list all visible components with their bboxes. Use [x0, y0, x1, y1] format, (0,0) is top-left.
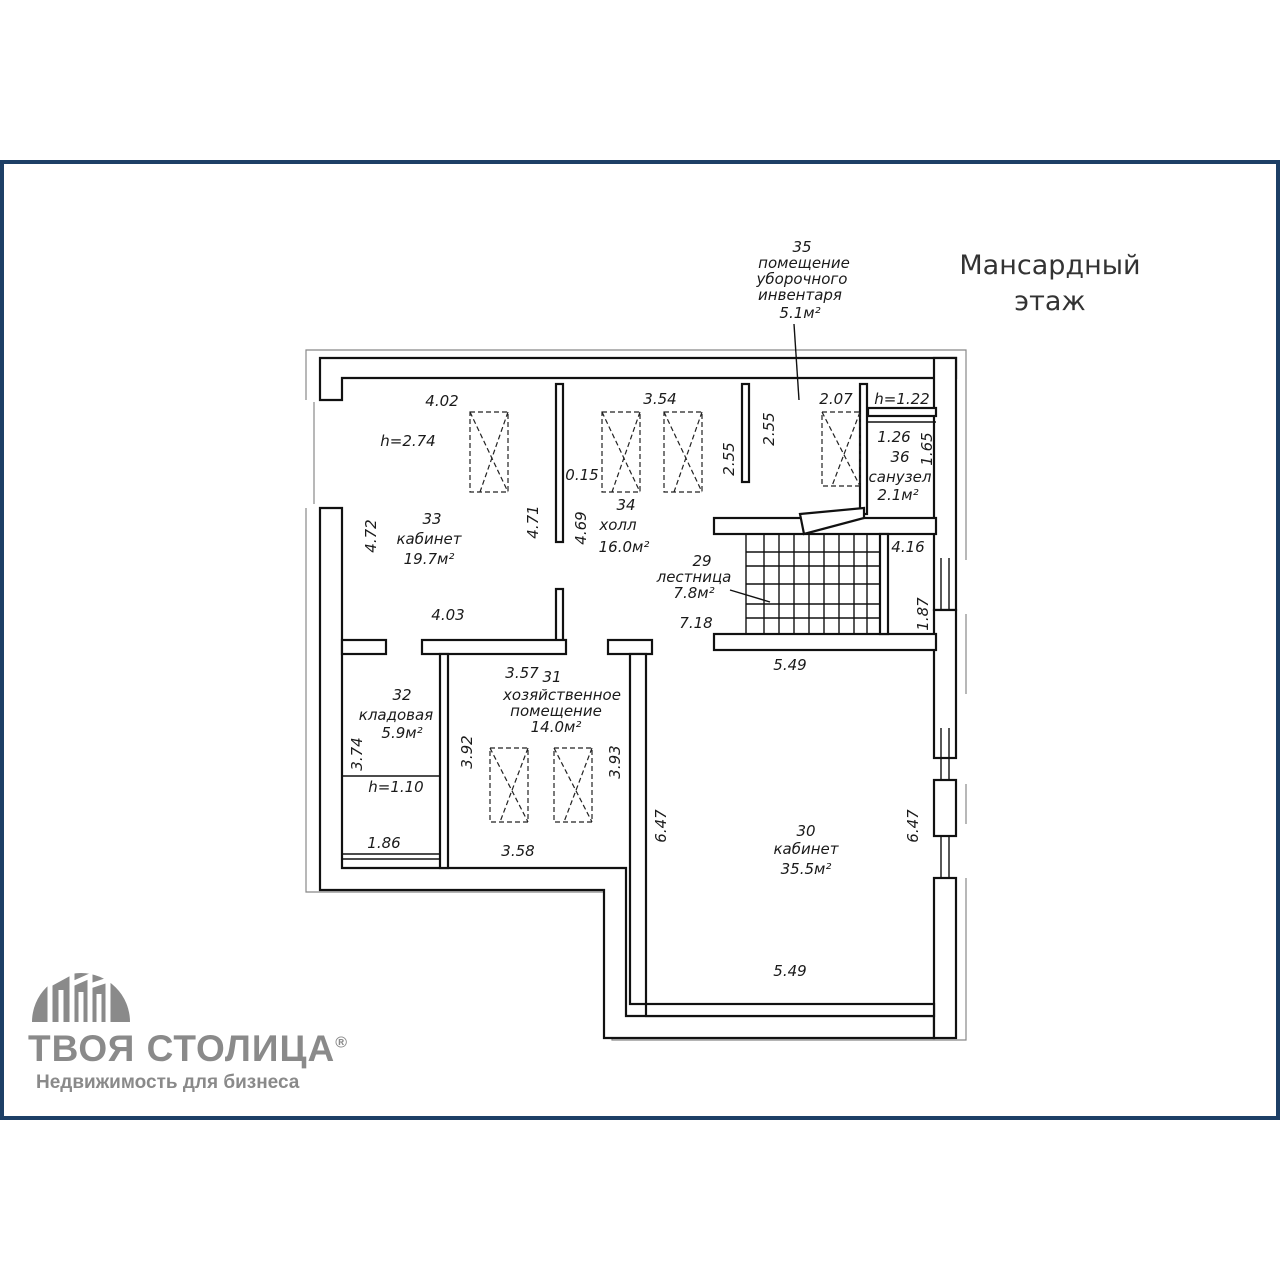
svg-text:2.55: 2.55 [720, 442, 738, 475]
svg-text:4.72: 4.72 [362, 519, 380, 552]
svg-text:2.1м²: 2.1м² [877, 486, 918, 504]
svg-text:30: 30 [796, 822, 815, 840]
svg-text:холл: холл [598, 516, 637, 534]
svg-text:3.74: 3.74 [348, 737, 366, 770]
floor-title-line1: Мансардный [959, 250, 1141, 281]
room-33-label: 33 кабинет 19.7м² [396, 510, 462, 568]
room-30-label: 30 кабинет 35.5м² [773, 822, 839, 878]
svg-text:1.26: 1.26 [877, 428, 910, 446]
svg-text:1.87: 1.87 [914, 597, 932, 631]
svg-text:санузел: санузел [869, 468, 932, 486]
svg-text:14.0м²: 14.0м² [531, 718, 582, 736]
svg-text:5.49: 5.49 [773, 656, 806, 674]
svg-text:h=2.74: h=2.74 [380, 432, 435, 450]
svg-text:36: 36 [890, 448, 909, 466]
svg-text:3.93: 3.93 [606, 745, 624, 778]
room-29-label: 29 лестница 7.8м² [656, 552, 732, 602]
interior-walls [340, 382, 938, 1018]
svg-text:4.02: 4.02 [425, 392, 458, 410]
floor-title-line2: этаж [1014, 286, 1086, 317]
svg-text:29: 29 [692, 552, 711, 570]
roof-windows [469, 411, 861, 823]
floor-title: Мансардный этаж [940, 248, 1160, 320]
room-34-label: 34 холл 16.0м² [598, 496, 649, 556]
registered-mark: ® [335, 1034, 349, 1052]
svg-text:2.55: 2.55 [760, 412, 778, 445]
svg-text:лестница: лестница [656, 568, 732, 586]
svg-text:6.47: 6.47 [652, 809, 670, 843]
svg-text:4.16: 4.16 [891, 538, 924, 556]
svg-text:уборочного: уборочного [756, 270, 848, 288]
svg-text:1.65: 1.65 [918, 432, 936, 465]
svg-text:3.54: 3.54 [643, 390, 676, 408]
room-35-label: 35 помещение уборочного инвентаря 5.1м² [756, 238, 850, 322]
svg-text:5.1м²: 5.1м² [779, 304, 820, 322]
svg-text:3.58: 3.58 [501, 842, 534, 860]
svg-text:инвентаря: инвентаря [758, 286, 842, 304]
svg-text:3.92: 3.92 [458, 735, 476, 768]
svg-text:7.8м²: 7.8м² [673, 584, 714, 602]
svg-text:6.47: 6.47 [904, 809, 922, 843]
image-frame: 29 лестница 7.8м² 30 кабинет 35.5м² 31 х… [0, 160, 1280, 1120]
dimension-labels: 4.02 3.54 2.07 h=1.22 h=2.74 0.15 1.26 4… [367, 390, 929, 980]
svg-text:кабинет: кабинет [396, 530, 462, 548]
svg-text:хозяйственное: хозяйственное [502, 686, 621, 704]
svg-text:31: 31 [542, 668, 561, 686]
svg-text:помещение: помещение [510, 702, 602, 720]
staircase [729, 506, 881, 635]
svg-text:19.7м²: 19.7м² [404, 550, 455, 568]
vertical-dimension-labels: 2.55 2.55 1.65 4.72 4.71 4.69 1.87 3.92 … [348, 412, 936, 842]
svg-text:33: 33 [422, 510, 441, 528]
svg-text:4.69: 4.69 [572, 511, 590, 544]
svg-text:помещение: помещение [758, 254, 850, 272]
svg-text:7.18: 7.18 [679, 614, 712, 632]
room-36-label: 36 санузел 2.1м² [869, 448, 932, 504]
svg-text:5.9м²: 5.9м² [381, 724, 422, 742]
svg-text:5.49: 5.49 [773, 962, 806, 980]
svg-text:34: 34 [616, 496, 635, 514]
room-31-label: 31 хозяйственное помещение 14.0м² [502, 668, 621, 736]
svg-text:35.5м²: 35.5м² [781, 860, 832, 878]
room-35-leader [793, 323, 800, 401]
svg-text:35: 35 [792, 238, 811, 256]
brand-logo-icon [32, 967, 130, 1022]
svg-text:3.57: 3.57 [505, 664, 539, 682]
svg-text:2.07: 2.07 [819, 390, 853, 408]
brand-name-text: ТВОЯ СТОЛИЦА [28, 1028, 336, 1069]
svg-text:h=1.10: h=1.10 [368, 778, 423, 796]
brand-tagline: Недвижимость для бизнеса [36, 1072, 300, 1093]
floor-plan: 29 лестница 7.8м² 30 кабинет 35.5м² 31 х… [305, 238, 967, 1041]
svg-text:16.0м²: 16.0м² [599, 538, 650, 556]
svg-text:4.71: 4.71 [524, 505, 542, 538]
svg-text:0.15: 0.15 [565, 466, 598, 484]
svg-text:32: 32 [392, 686, 411, 704]
windows [940, 558, 950, 878]
room-32-label: 32 кладовая 5.9м² [359, 686, 433, 742]
svg-text:4.03: 4.03 [431, 606, 464, 624]
svg-text:h=1.22: h=1.22 [874, 390, 929, 408]
svg-text:кабинет: кабинет [773, 840, 839, 858]
svg-text:1.86: 1.86 [367, 834, 400, 852]
svg-text:кладовая: кладовая [359, 706, 433, 724]
brand-name: ТВОЯ СТОЛИЦА® [28, 1028, 348, 1070]
